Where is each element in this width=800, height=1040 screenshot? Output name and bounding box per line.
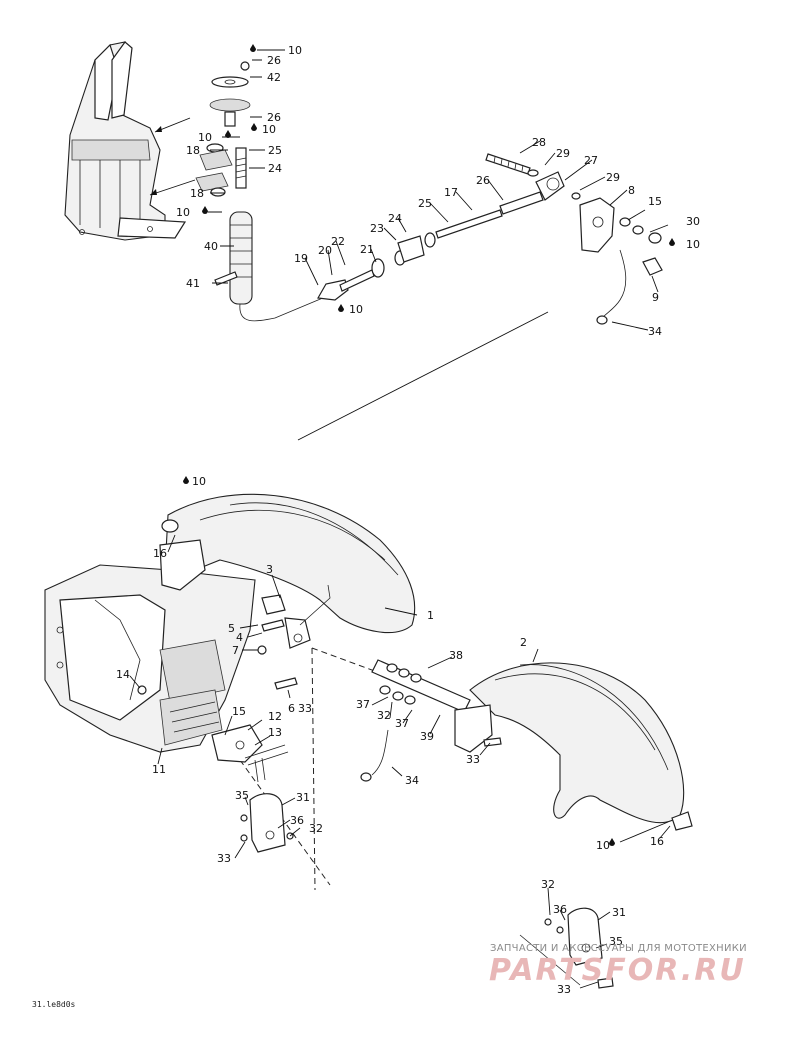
plate-31-left [240, 793, 294, 853]
callout-26: 26 [476, 174, 490, 187]
linkage-rod-assembly [317, 153, 581, 301]
shaft-38 [360, 659, 471, 782]
reverse-gate-1 [159, 493, 416, 634]
callout-10: 10 [349, 303, 363, 316]
throttle-lever-assembly [64, 41, 196, 241]
callout-42: 42 [267, 71, 281, 84]
callout-10: 10 [192, 475, 206, 488]
callout-33: 33 [557, 983, 571, 996]
callout-35: 35 [609, 935, 623, 948]
cable-tube [214, 211, 331, 322]
sealant-drop-icon [609, 838, 615, 846]
callout-25: 25 [418, 197, 432, 210]
callout-18: 18 [190, 187, 204, 200]
callout-6: 6 [288, 702, 295, 715]
hardware-stack [195, 61, 251, 197]
callout-15: 15 [232, 705, 246, 718]
watermark-tagline: ЗАПЧАСТИ И АКСЕССУАРЫ ДЛЯ МОТОТЕХНИКИ [490, 943, 747, 954]
sealant-drop-icon [183, 476, 189, 484]
callout-2: 2 [520, 636, 527, 649]
pump-housing-11 [44, 564, 256, 753]
dashed-guides [239, 647, 471, 891]
callout-32: 32 [309, 822, 323, 835]
watermark-logo: PARTSFOR.RU [489, 953, 746, 988]
callout-27: 27 [584, 154, 598, 167]
callout-24: 24 [268, 162, 282, 175]
callout-19: 19 [294, 252, 308, 265]
callout-41: 41 [186, 277, 200, 290]
callout-33: 33 [217, 852, 231, 865]
callout-4: 4 [236, 631, 243, 644]
callout-10: 10 [596, 839, 610, 852]
callout-24: 24 [388, 212, 402, 225]
callout-29: 29 [556, 147, 570, 160]
connector-line [297, 311, 549, 441]
callout-37: 37 [395, 717, 409, 730]
linkage-arm-3 [257, 584, 331, 690]
callout-1: 1 [427, 609, 434, 622]
callout-18: 18 [186, 144, 200, 157]
callout-15: 15 [648, 195, 662, 208]
callout-10: 10 [288, 44, 302, 57]
callout-28: 28 [532, 136, 546, 149]
callout-14: 14 [116, 668, 130, 681]
callout-9: 9 [652, 291, 659, 304]
callout-36: 36 [290, 814, 304, 827]
callout-23: 23 [370, 222, 384, 235]
callout-30: 30 [686, 215, 700, 228]
callout-13: 13 [268, 726, 282, 739]
callout-34: 34 [648, 325, 662, 338]
callout-10: 10 [198, 131, 212, 144]
callout-33: 33 [466, 753, 480, 766]
callout-17: 17 [444, 186, 458, 199]
leader-lines [129, 49, 671, 989]
callout-20: 20 [318, 244, 332, 257]
callout-26: 26 [267, 54, 281, 67]
callout-10: 10 [686, 238, 700, 251]
callout-5: 5 [228, 622, 235, 635]
callout-35: 35 [235, 789, 249, 802]
callout-34: 34 [405, 774, 419, 787]
callout-7: 7 [232, 644, 239, 657]
callout-12: 12 [268, 710, 282, 723]
sealant-drop-icon [225, 130, 231, 138]
sealant-drop-icon [338, 304, 344, 312]
sealant-drop-icons [183, 44, 675, 846]
sealant-drop-icon [202, 206, 208, 214]
callout-36: 36 [553, 903, 567, 916]
callout-40: 40 [204, 240, 218, 253]
bracket-12 [211, 724, 289, 783]
callout-10: 10 [262, 123, 276, 136]
callout-26: 26 [267, 111, 281, 124]
callout-11: 11 [152, 763, 166, 776]
callout-16: 16 [153, 547, 167, 560]
callout-labels: 10 26 42 26 10 10 18 25 24 18 10 40 41 1… [116, 44, 700, 996]
callout-31: 31 [296, 791, 310, 804]
bracket-assembly [579, 197, 663, 325]
sealant-drop-icon [669, 238, 675, 246]
callout-33: 33 [298, 702, 312, 715]
callout-39: 39 [420, 730, 434, 743]
callout-22: 22 [331, 235, 345, 248]
plate-31-right [519, 907, 614, 989]
sealant-drop-icon [250, 44, 256, 52]
reverse-gate-2 [454, 662, 693, 831]
callout-8: 8 [628, 184, 635, 197]
callout-32: 32 [541, 878, 555, 891]
callout-3: 3 [266, 563, 273, 576]
callout-32: 32 [377, 709, 391, 722]
callout-10: 10 [176, 206, 190, 219]
callout-37: 37 [356, 698, 370, 711]
callout-38: 38 [449, 649, 463, 662]
callout-21: 21 [360, 243, 374, 256]
sealant-drop-icon [251, 123, 257, 131]
callout-25: 25 [268, 144, 282, 157]
diagram-code: 31.le8d0s [32, 1000, 76, 1009]
callout-16: 16 [650, 835, 664, 848]
callout-31: 31 [612, 906, 626, 919]
callout-29: 29 [606, 171, 620, 184]
